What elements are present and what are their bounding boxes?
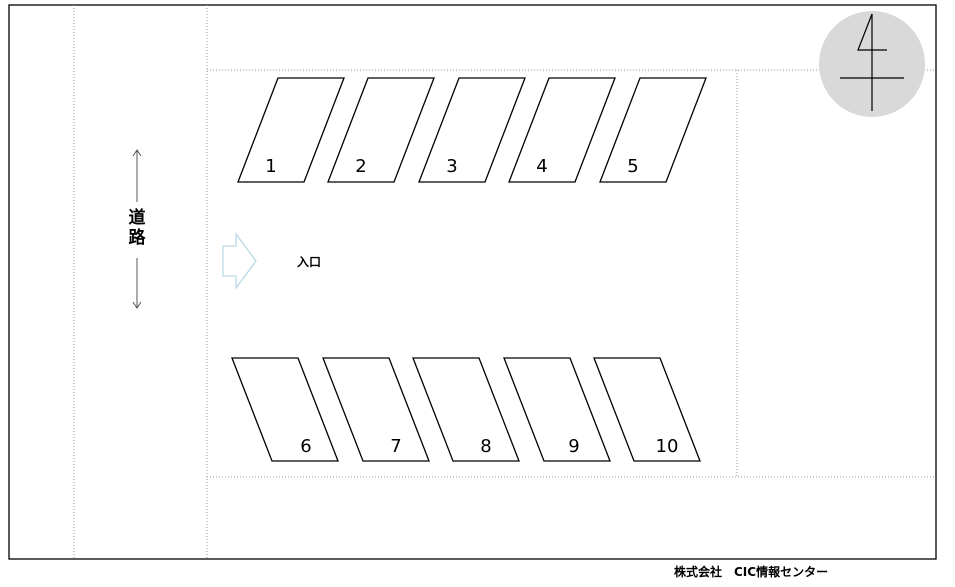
slot-number: 4 xyxy=(536,156,547,177)
up-arrow-icon xyxy=(132,149,142,157)
guide-lines xyxy=(73,5,936,559)
parking-slot-6 xyxy=(231,357,339,462)
parking-slot-2 xyxy=(327,77,435,183)
slot-number: 3 xyxy=(446,156,457,177)
slot-number: 1 xyxy=(265,156,276,177)
north-arrow-icon xyxy=(819,11,925,117)
road-char-1: 道 xyxy=(129,207,146,228)
parking-slot-8 xyxy=(412,357,520,462)
parking-row-top: 1 2 3 4 5 xyxy=(237,77,707,183)
company-credit: 株式会社 CIC情報センター xyxy=(674,565,829,579)
parking-slot-7 xyxy=(322,357,430,462)
slot-number: 2 xyxy=(355,156,366,177)
entrance-arrow-icon xyxy=(222,232,257,290)
parking-slot-3 xyxy=(418,77,526,183)
road-char-2: 路 xyxy=(129,227,147,248)
down-arrow-icon xyxy=(132,301,142,309)
parking-slot-10 xyxy=(593,357,701,462)
entrance-label: 入口 xyxy=(297,255,321,269)
parking-slot-5 xyxy=(599,77,707,183)
map-frame xyxy=(8,4,937,560)
parking-row-bottom: 6 7 8 9 10 xyxy=(231,357,701,462)
slot-number: 6 xyxy=(300,436,311,457)
parking-slot-9 xyxy=(503,357,611,462)
slot-number: 5 xyxy=(627,156,638,177)
parking-slot-1 xyxy=(237,77,345,183)
parking-slot-4 xyxy=(508,77,616,183)
road-indicator: 道 路 xyxy=(129,149,147,309)
slot-number: 9 xyxy=(568,436,579,457)
slot-number: 8 xyxy=(480,436,491,457)
slot-number: 7 xyxy=(390,436,401,457)
slot-number: 10 xyxy=(656,436,679,457)
